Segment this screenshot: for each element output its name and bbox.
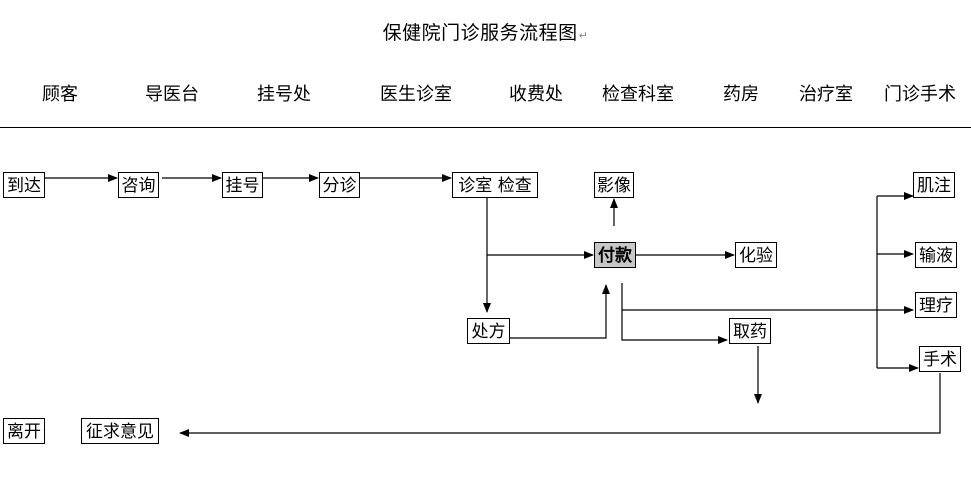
node-infusion: 输液 bbox=[915, 242, 957, 268]
node-physiotherapy: 理疗 bbox=[915, 292, 957, 318]
node-payment: 付款 bbox=[594, 242, 636, 268]
column-header-cashier: 收费处 bbox=[509, 84, 563, 105]
page-title: 保健院门诊服务流程图↵ bbox=[0, 18, 971, 45]
node-imaging: 影像 bbox=[594, 172, 634, 198]
column-header-exam-dept: 检查科室 bbox=[602, 84, 674, 105]
column-header-surgery: 门诊手术 bbox=[884, 84, 956, 105]
node-register: 挂号 bbox=[222, 172, 263, 198]
edge-prescription-payment bbox=[510, 284, 610, 339]
node-surgery: 手术 bbox=[919, 346, 961, 372]
node-leave: 离开 bbox=[3, 418, 45, 444]
node-prescription: 处方 bbox=[467, 318, 510, 344]
node-injection: 肌注 bbox=[913, 172, 955, 198]
header-divider bbox=[0, 127, 971, 128]
node-feedback: 征求意见 bbox=[81, 418, 159, 444]
node-lab-test: 化验 bbox=[735, 242, 777, 268]
node-exam-room: 诊室 检查 bbox=[452, 172, 538, 198]
paragraph-mark: ↵ bbox=[578, 29, 589, 42]
title-text: 保健院门诊服务流程图 bbox=[382, 22, 578, 44]
edge-payment-medicine bbox=[621, 283, 728, 344]
node-get-medicine: 取药 bbox=[729, 318, 771, 344]
column-header-registration: 挂号处 bbox=[257, 84, 311, 105]
column-header-treatment: 治疗室 bbox=[799, 84, 853, 105]
column-header-customer: 顾客 bbox=[42, 84, 78, 105]
column-header-pharmacy: 药房 bbox=[723, 84, 759, 105]
column-header-guide-desk: 导医台 bbox=[145, 84, 199, 105]
column-header-doctor-room: 医生诊室 bbox=[380, 84, 452, 105]
node-consult: 咨询 bbox=[118, 172, 159, 198]
node-arrive: 到达 bbox=[3, 172, 45, 198]
node-triage: 分诊 bbox=[319, 172, 360, 198]
edge-surgery-feedback bbox=[179, 373, 941, 437]
